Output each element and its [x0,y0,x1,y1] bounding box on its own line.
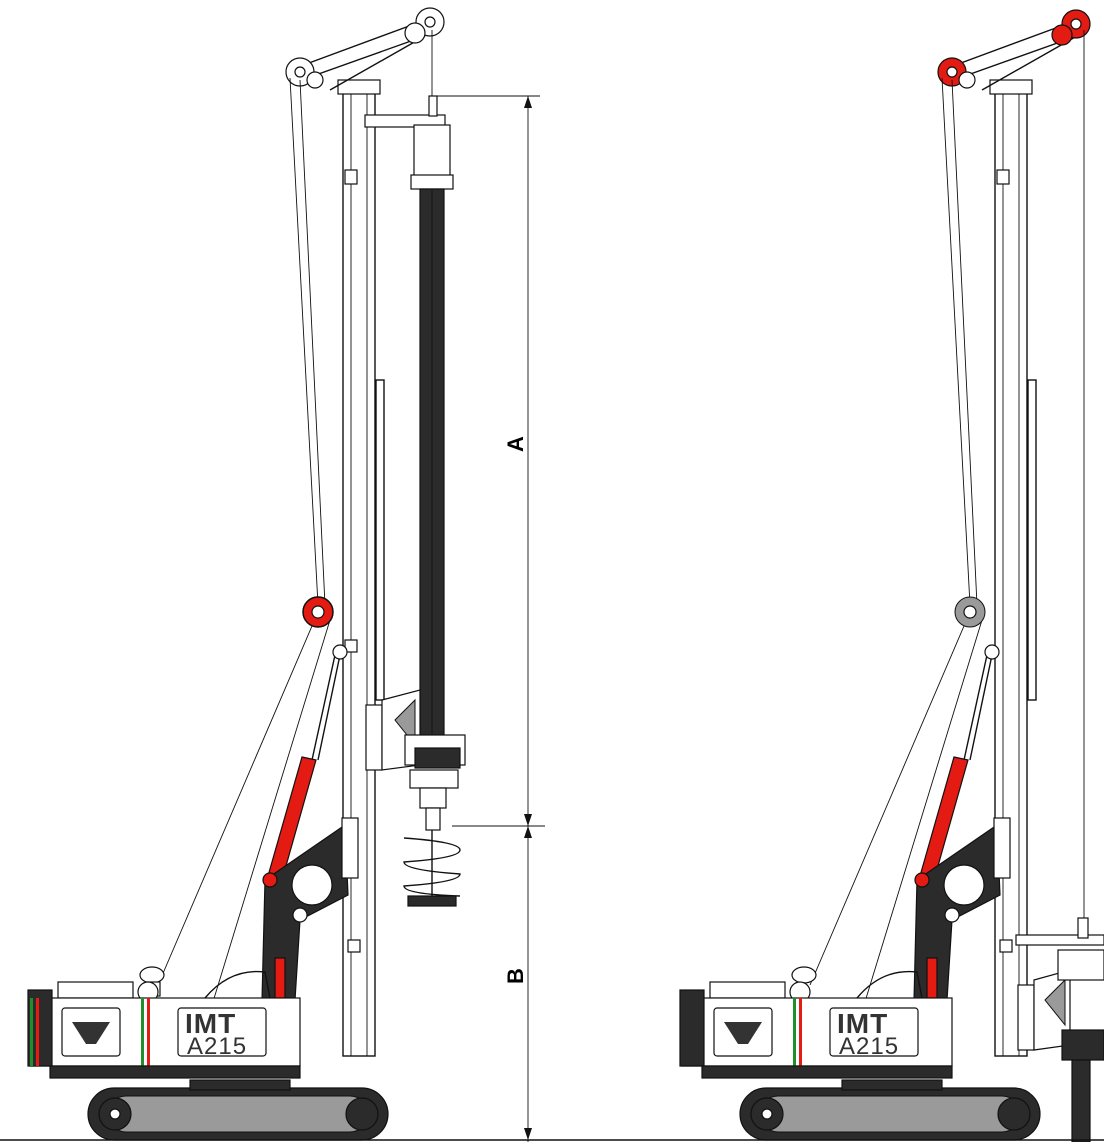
dimension-lines: A B [436,95,545,1142]
crawler-track-left [87,1079,389,1141]
mast-pulley-left [302,596,334,628]
dimension-label-b: B [503,968,528,984]
rotary-head-right [1015,917,1104,1142]
body-right: IMT A215 [679,989,953,1079]
rig-right: IMT A215 [679,9,1104,1142]
backstay-cable-left [289,77,319,606]
mast-pulley-right [954,596,986,628]
mast-left [337,79,385,1057]
dimension-label-a: A [503,436,528,452]
boom-arm-right [913,817,1011,1001]
model-label-right: A215 [839,1033,899,1060]
auger-left [403,830,461,907]
rig-left: IMT A215 A B [27,7,545,1142]
crawler-track-right [739,1079,1041,1141]
brand-label-right: IMT [837,1008,888,1039]
model-label-left: A215 [187,1033,247,1060]
mast-head-right [937,9,1091,91]
lift-cylinder-left [267,644,348,881]
body-left: IMT A215 [27,989,301,1079]
rotary-head-left [365,689,466,831]
mast-right [989,79,1037,1057]
brand-label-left: IMT [185,1008,236,1039]
lift-cylinder-right [919,644,1000,881]
boom-arm-left [261,817,359,1001]
mast-head-left [285,7,445,91]
